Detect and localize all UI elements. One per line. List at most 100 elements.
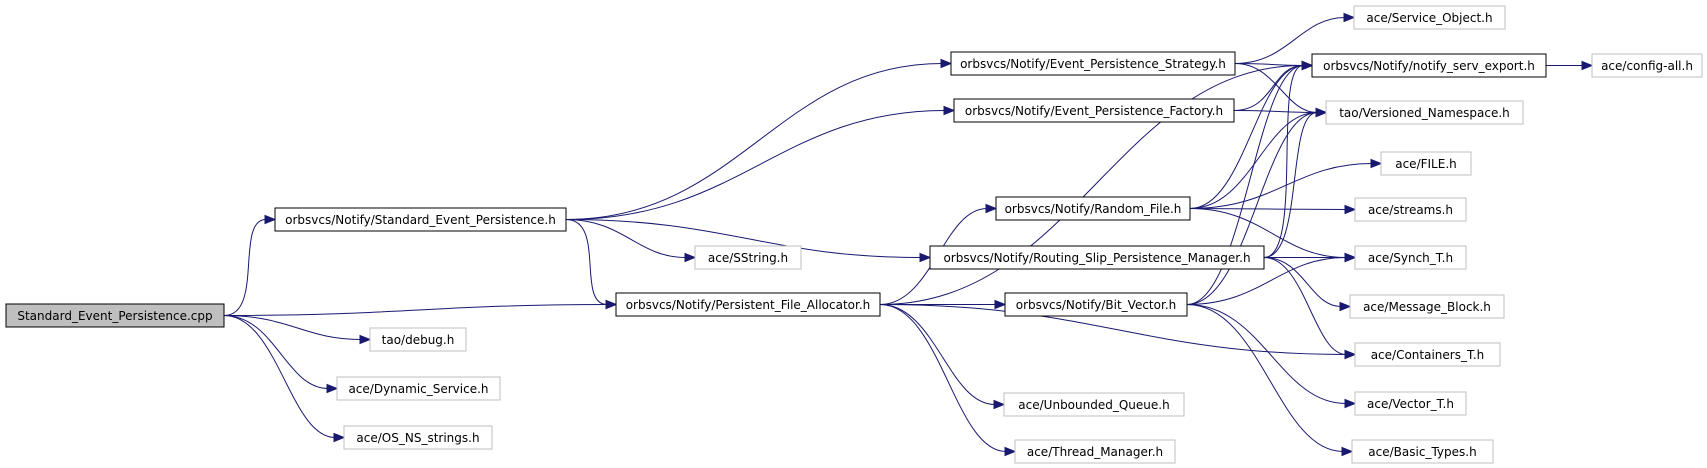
node-label: ace/streams.h [1368, 203, 1453, 217]
node-ace-dynamic-service-h: ace/Dynamic_Service.h [336, 376, 501, 401]
arrowhead [1004, 446, 1017, 457]
node-ace-message-block-h: ace/Message_Block.h [1349, 294, 1505, 319]
node-tao-debug-h: tao/debug.h [369, 327, 467, 352]
arrowhead [993, 399, 1006, 410]
node-box [5, 303, 225, 328]
arrowhead [1301, 60, 1314, 71]
node-label: orbsvcs/Notify/notify_serv_export.h [1323, 59, 1535, 73]
node-label: ace/Containers_T.h [1371, 348, 1485, 362]
node-box [1354, 197, 1467, 222]
edge-bit-vector-h-to-ace-synch-t-h [1186, 257, 1347, 305]
edge-routing-slip-persistence-manager-h-to-tao-versioned-namespace-h [1263, 112, 1318, 258]
node-persistent-file-allocator-h[interactable]: orbsvcs/Notify/Persistent_File_Allocator… [615, 292, 881, 317]
node-event-persistence-strategy-h[interactable]: orbsvcs/Notify/Event_Persistence_Strateg… [950, 51, 1236, 76]
edge-random-file-h-to-notify-serv-export-h [1189, 65, 1304, 209]
edge-bit-vector-h-to-ace-vector-t-h [1186, 304, 1347, 404]
node-notify-serv-export-h[interactable]: orbsvcs/Notify/notify_serv_export.h [1311, 53, 1547, 78]
node-label: ace/config-all.h [1601, 59, 1693, 73]
node-box [1354, 391, 1467, 416]
node-ace-vector-t-h: ace/Vector_T.h [1354, 391, 1467, 416]
edge-persistent-file-allocator-h-to-notify-serv-export-h [879, 65, 1304, 305]
node-label: ace/Thread_Manager.h [1027, 445, 1163, 459]
node-ace-sstring-h: ace/SString.h [694, 245, 802, 270]
node-ace-streams-h: ace/streams.h [1354, 197, 1467, 222]
arrowhead [1315, 107, 1328, 118]
arrowhead [326, 383, 339, 394]
node-box [1311, 53, 1547, 78]
node-label: ace/Basic_Types.h [1368, 445, 1476, 459]
arrowhead [1341, 446, 1354, 457]
node-ace-containers-t-h: ace/Containers_T.h [1354, 342, 1501, 367]
node-label: ace/Message_Block.h [1363, 300, 1491, 314]
arrowhead [943, 105, 956, 116]
node-box [1354, 245, 1467, 270]
node-label: orbsvcs/Notify/Random_File.h [1005, 202, 1182, 216]
node-label: ace/SString.h [708, 251, 788, 265]
edge-random-file-h-to-ace-file-h [1189, 163, 1373, 209]
arrowhead [333, 432, 346, 443]
node-box [1354, 342, 1501, 367]
node-standard-event-persistence-h[interactable]: orbsvcs/Notify/Standard_Event_Persistenc… [274, 207, 567, 232]
arrowhead [994, 299, 1007, 310]
arrowhead [940, 58, 953, 69]
node-routing-slip-persistence-manager-h[interactable]: orbsvcs/Notify/Routing_Slip_Persistence_… [929, 245, 1265, 270]
node-label: ace/Service_Object.h [1366, 11, 1492, 25]
node-label: tao/debug.h [382, 333, 455, 347]
node-ace-unbounded-queue-h: ace/Unbounded_Queue.h [1003, 392, 1185, 417]
edge-standard-event-persistence-h-to-persistent-file-allocator-h [565, 219, 608, 305]
nodes-layer: Standard_Event_Persistence.cpp orbsvcs/No… [5, 5, 1703, 464]
node-box [1351, 439, 1494, 464]
node-ace-basic-types-h: ace/Basic_Types.h [1351, 439, 1494, 464]
edge-standard-event-persistence-h-to-ace-sstring-h [565, 219, 687, 258]
edge-random-file-h-to-ace-streams-h [1189, 208, 1347, 210]
node-box [1353, 5, 1506, 30]
node-label: orbsvcs/Notify/Persistent_File_Allocator… [626, 298, 871, 312]
node-box [336, 376, 501, 401]
edge-standard-event-persistence-cpp-to-ace-os-ns-strings-h [223, 315, 336, 438]
node-box [615, 292, 881, 317]
node-label: ace/OS_NS_strings.h [356, 431, 479, 445]
node-box [274, 207, 567, 232]
node-tao-versioned-namespace-h: tao/Versioned_Namespace.h [1325, 100, 1524, 125]
edge-standard-event-persistence-cpp-to-ace-dynamic-service-h [223, 315, 329, 389]
node-box [1591, 53, 1703, 78]
arrowhead [919, 252, 932, 263]
arrowhead [264, 214, 277, 225]
node-event-persistence-factory-h[interactable]: orbsvcs/Notify/Event_Persistence_Factory… [953, 98, 1235, 123]
node-box [369, 327, 467, 352]
edge-event-persistence-factory-h-to-notify-serv-export-h [1233, 65, 1304, 111]
node-box [343, 425, 493, 450]
node-box [953, 98, 1235, 123]
edge-bit-vector-h-to-ace-basic-types-h [1186, 304, 1344, 452]
arrowhead [1370, 158, 1383, 169]
node-label: tao/Versioned_Namespace.h [1339, 106, 1510, 120]
edge-random-file-h-to-tao-versioned-namespace-h [1189, 112, 1318, 209]
node-label: ace/Synch_T.h [1368, 251, 1453, 265]
node-box [1380, 151, 1472, 176]
arrowhead [1339, 301, 1352, 312]
node-label: orbsvcs/Notify/Standard_Event_Persistenc… [285, 213, 556, 227]
node-random-file-h[interactable]: orbsvcs/Notify/Random_File.h [995, 196, 1191, 221]
edge-routing-slip-persistence-manager-h-to-ace-message-block-h [1263, 257, 1342, 307]
edge-random-file-h-to-ace-synch-t-h [1189, 208, 1347, 258]
node-ace-file-h: ace/FILE.h [1380, 151, 1472, 176]
node-ace-config-all-h: ace/config-all.h [1591, 53, 1703, 78]
node-ace-os-ns-strings-h: ace/OS_NS_strings.h [343, 425, 493, 450]
node-standard-event-persistence-cpp[interactable]: Standard_Event_Persistence.cpp [5, 303, 225, 328]
arrowhead [359, 334, 372, 345]
node-box [1004, 292, 1188, 317]
edge-standard-event-persistence-h-to-event-persistence-factory-h [565, 110, 946, 220]
edge-bit-vector-h-to-tao-versioned-namespace-h [1186, 112, 1318, 305]
edge-event-persistence-factory-h-to-tao-versioned-namespace-h [1233, 110, 1318, 113]
arrowhead [684, 252, 697, 263]
node-label: ace/FILE.h [1395, 157, 1457, 171]
node-label: ace/Dynamic_Service.h [348, 382, 488, 396]
arrowhead [1344, 349, 1357, 360]
arrowhead [1344, 204, 1357, 215]
edge-bit-vector-h-to-notify-serv-export-h [1186, 65, 1304, 305]
node-label: ace/Vector_T.h [1367, 397, 1454, 411]
node-label: Standard_Event_Persistence.cpp [17, 309, 212, 323]
node-bit-vector-h[interactable]: orbsvcs/Notify/Bit_Vector.h [1004, 292, 1188, 317]
node-box [929, 245, 1265, 270]
